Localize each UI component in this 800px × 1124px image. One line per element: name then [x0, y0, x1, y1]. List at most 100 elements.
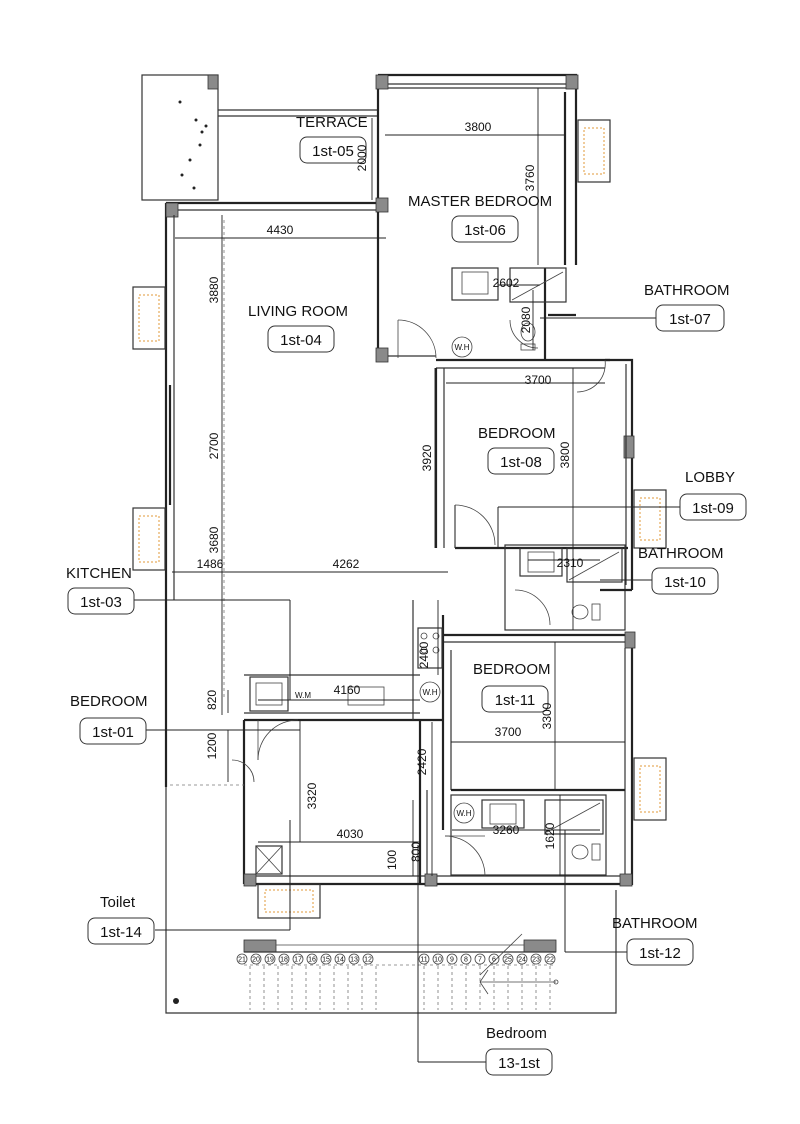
stairs	[173, 933, 559, 1010]
living-room-tag: 1st-04	[280, 332, 322, 349]
kitchen-tag: 1st-03	[80, 594, 122, 611]
svg-text:7: 7	[478, 957, 482, 964]
leader-lines	[134, 317, 682, 1063]
doors	[231, 319, 606, 877]
stair-number: 11	[418, 953, 430, 965]
terrace-name: TERRACE	[296, 114, 368, 131]
stair-treads-right	[423, 966, 551, 1010]
bedroom-13-name: Bedroom	[486, 1025, 547, 1042]
stair-number: 22	[544, 953, 556, 965]
svg-text:9: 9	[450, 957, 454, 964]
stair-number: 13	[348, 953, 360, 965]
dimension-label: 3320	[305, 782, 319, 809]
stair-number: 17	[292, 953, 304, 965]
dimension-label: 3760	[523, 164, 537, 191]
dimension-label: 2602	[493, 276, 520, 290]
dimension-label: 4262	[333, 557, 360, 571]
stair-number: 8	[460, 953, 472, 965]
svg-text:24: 24	[518, 957, 526, 964]
dimension-label: 1486	[197, 557, 224, 571]
kitchen-name: KITCHEN	[66, 565, 132, 582]
stair-numbers: 21 20 19 18 17 16 15 14 13 12 11 10 9 8 …	[236, 953, 556, 965]
dimension-label: 2080	[519, 306, 533, 333]
stair-number: 7	[474, 953, 486, 965]
dimension-labels: 3800 2000 3760 4430 3880 2602 2080 3700 …	[197, 120, 584, 870]
stair-number: 23	[530, 953, 542, 965]
room-tags: 1st-05 1st-06 1st-07 1st-04 1st-08 1st-0…	[67, 136, 747, 1076]
svg-text:20: 20	[252, 957, 260, 964]
svg-text:15: 15	[322, 957, 330, 964]
stair-number: 20	[250, 953, 262, 965]
stair-number: 9	[446, 953, 458, 965]
svg-text:14: 14	[336, 957, 344, 964]
dimension-label: 3800	[558, 441, 572, 468]
water-heater-label: W.H	[454, 343, 469, 352]
stair-number: 15	[320, 953, 332, 965]
living-room-name: LIVING ROOM	[248, 303, 348, 320]
lobby-tag: 1st-09	[692, 500, 734, 517]
dimension-label: 3800	[465, 120, 492, 134]
svg-text:16: 16	[308, 957, 316, 964]
dimension-label: 3700	[525, 373, 552, 387]
dimension-label: 1200	[205, 732, 219, 759]
toilet-name: Toilet	[100, 894, 136, 911]
stair-number: 21	[236, 953, 248, 965]
dimension-label: 3680	[207, 526, 221, 553]
bedroom-11-tag: 1st-11	[495, 692, 536, 709]
stair-number: 19	[264, 953, 276, 965]
bathroom-10-tag: 1st-10	[664, 574, 706, 591]
dimension-label: 2420	[415, 748, 429, 775]
svg-text:10: 10	[434, 957, 442, 964]
dimension-label: 3300	[540, 702, 554, 729]
fixtures: W.H W.H W.H W.M	[178, 100, 623, 875]
svg-text:12: 12	[364, 957, 372, 964]
room-names: TERRACE MASTER BEDROOM BATHROOM LIVING R…	[66, 114, 735, 1042]
dimension-label: 100	[385, 850, 399, 870]
dimension-label: 820	[205, 690, 219, 710]
stair-number: 10	[432, 953, 444, 965]
dimension-label: 4430	[267, 223, 294, 237]
dimension-label: 2000	[355, 144, 369, 171]
stair-number: 6	[488, 953, 500, 965]
stair-number: 25	[502, 953, 514, 965]
stair-number: 12	[362, 953, 374, 965]
dimension-label: 2310	[557, 556, 584, 570]
stair-number: 18	[278, 953, 290, 965]
ac-units	[132, 119, 667, 919]
bathroom-10-name: BATHROOM	[638, 545, 724, 562]
stair-number: 16	[306, 953, 318, 965]
svg-text:18: 18	[280, 957, 288, 964]
stair-number: 14	[334, 953, 346, 965]
bedroom-08-tag: 1st-08	[500, 454, 542, 471]
svg-text:17: 17	[294, 957, 302, 964]
dimension-label: 3920	[420, 444, 434, 471]
dimension-label: 3260	[493, 823, 520, 837]
dimension-label: 2700	[207, 432, 221, 459]
svg-text:13: 13	[350, 957, 358, 964]
dimension-label: 3700	[495, 725, 522, 739]
master-bedroom-tag: 1st-06	[464, 222, 506, 239]
stair-number: 24	[516, 953, 528, 965]
terrace-tag: 1st-05	[312, 143, 354, 160]
dimension-label: 3880	[207, 276, 221, 303]
svg-text:6: 6	[492, 957, 496, 964]
dimension-label: 4030	[337, 827, 364, 841]
dimension-label: 2400	[417, 641, 431, 668]
dimension-label: 1620	[543, 822, 557, 849]
bathroom-12-name: BATHROOM	[612, 915, 698, 932]
svg-text:19: 19	[266, 957, 274, 964]
water-heater-label: W.H	[422, 688, 437, 697]
dimension-label: 800	[409, 842, 423, 862]
bedroom-13-tag: 13-1st	[498, 1055, 541, 1072]
svg-text:23: 23	[532, 957, 540, 964]
washing-machine-label: W.M	[295, 691, 311, 700]
stair-treads-left	[249, 966, 377, 1010]
toilet-tag: 1st-14	[100, 924, 142, 941]
bedroom-11-name: BEDROOM	[473, 661, 551, 678]
svg-text:22: 22	[546, 957, 554, 964]
lobby-name: LOBBY	[685, 469, 735, 486]
master-bedroom-name: MASTER BEDROOM	[408, 193, 552, 210]
bathroom-07-name: BATHROOM	[644, 282, 730, 299]
svg-text:11: 11	[420, 957, 427, 964]
